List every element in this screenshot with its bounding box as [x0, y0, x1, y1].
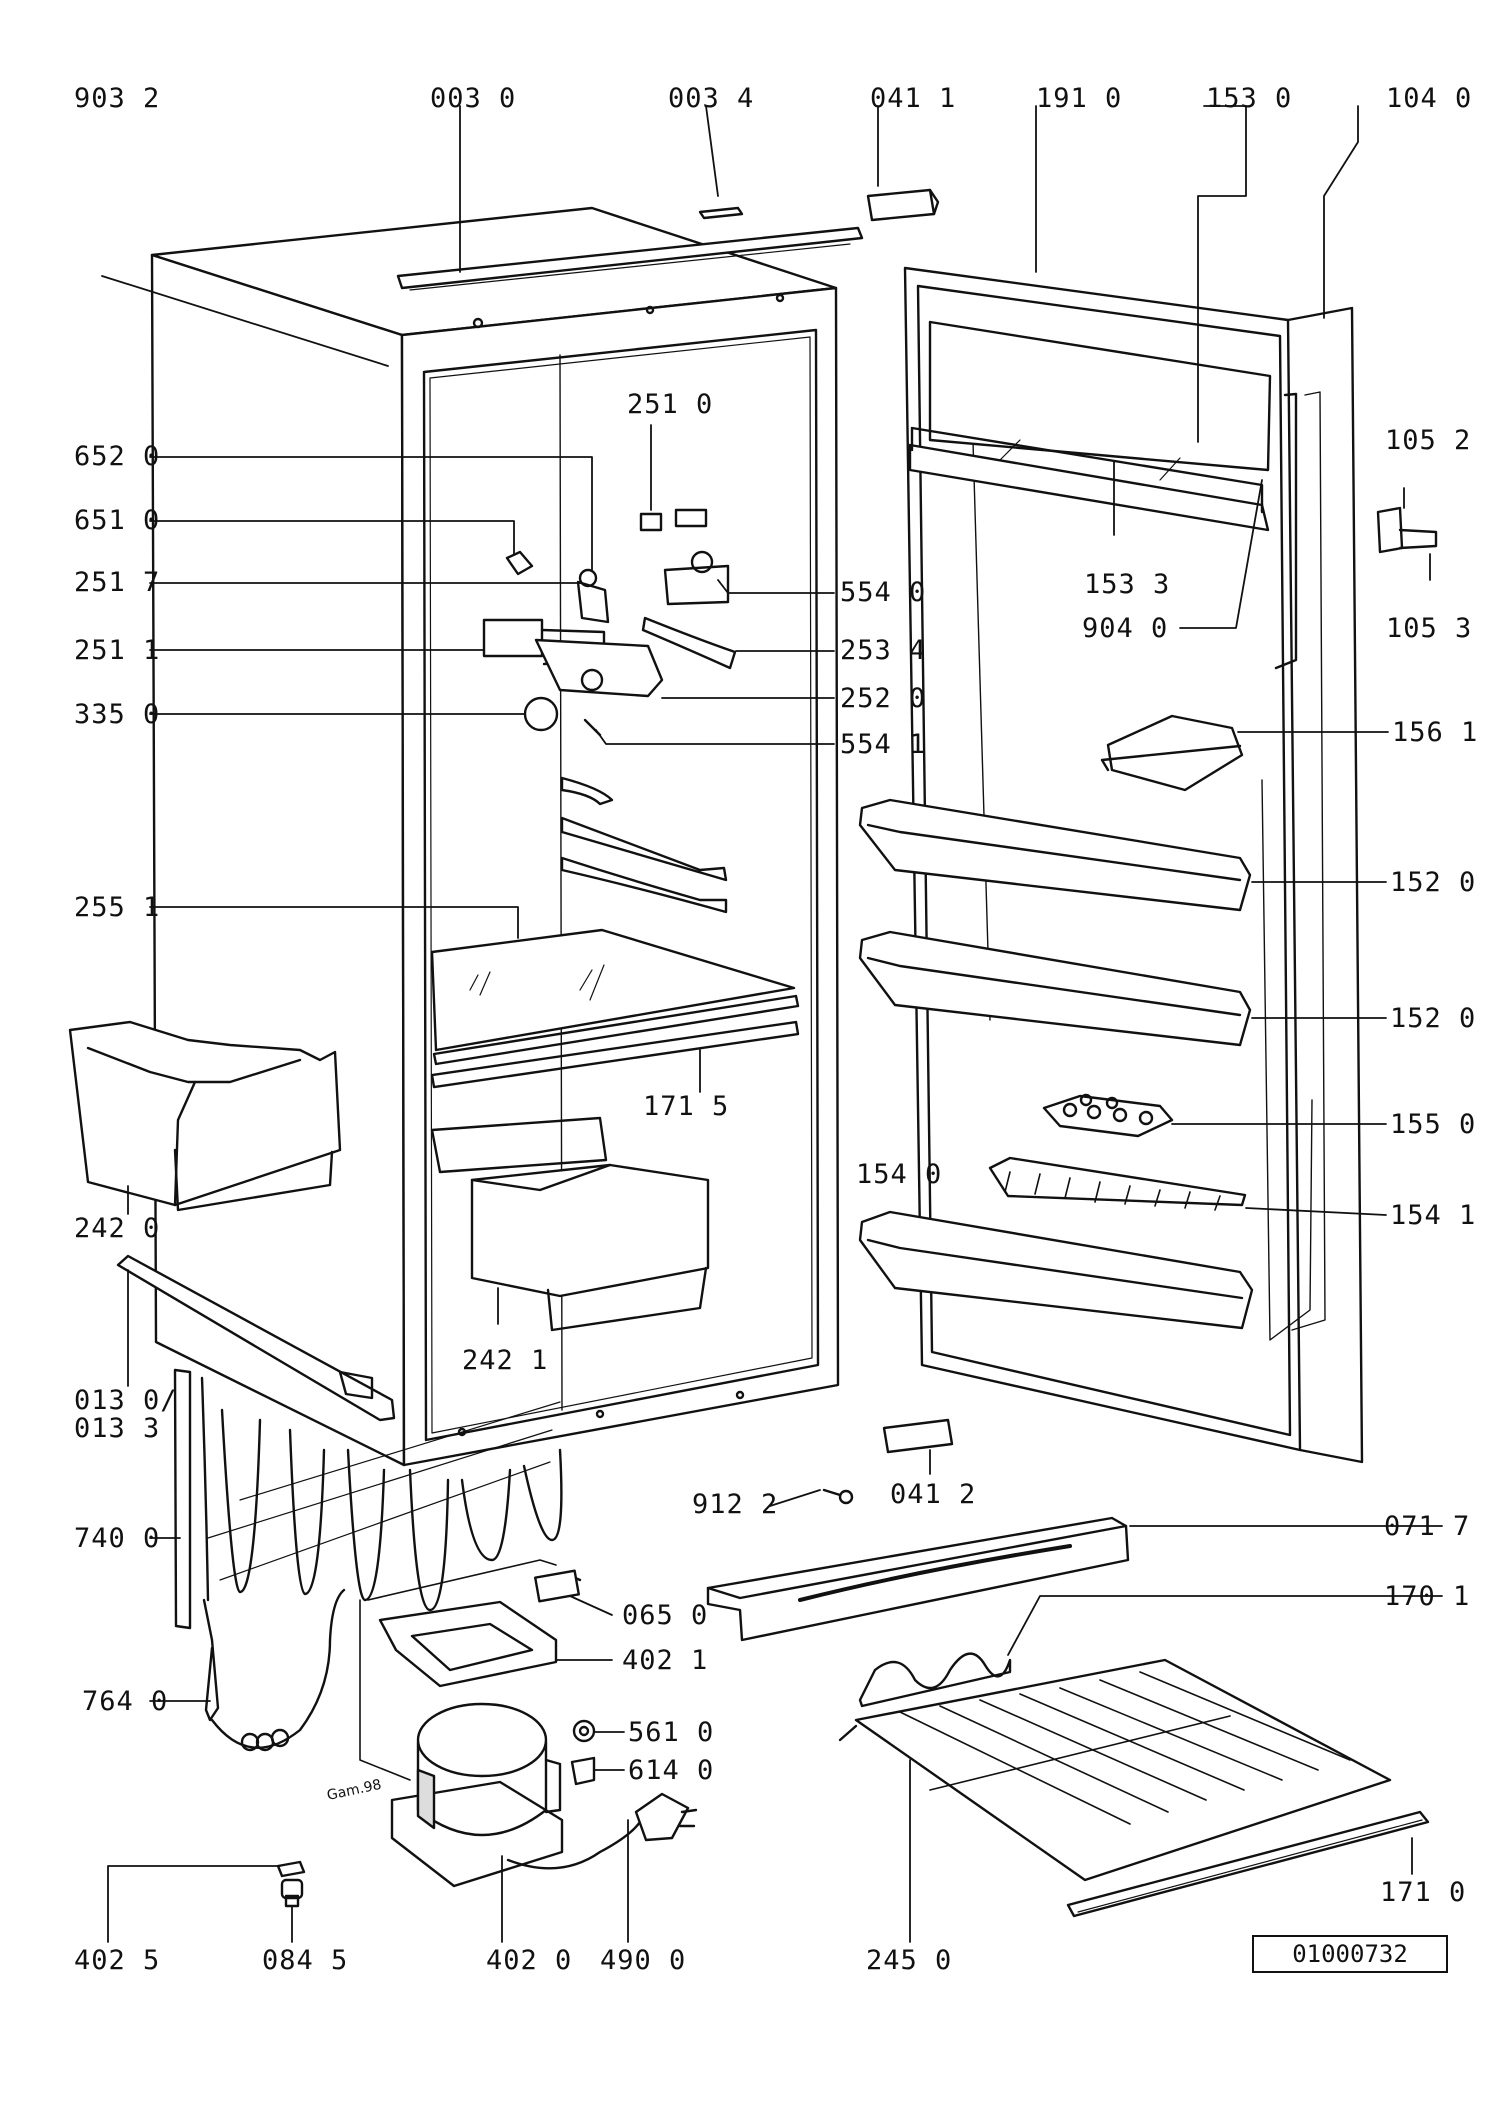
part-label-251-0: 251 0 — [627, 389, 714, 420]
part-label-013-3: 013 3 — [74, 1413, 161, 1444]
part-label-071-7: 071 7 — [1384, 1511, 1471, 1542]
part-label-154-0: 154 0 — [856, 1159, 943, 1190]
part-label-105-2: 105 2 — [1385, 425, 1472, 456]
part-label-003-4: 003 4 — [668, 83, 755, 114]
part-label-154-1: 154 1 — [1390, 1200, 1477, 1231]
part-label-013-0: 013 0/ — [74, 1385, 178, 1416]
part-label-335-0: 335 0 — [74, 699, 161, 730]
part-label-251-1: 251 1 — [74, 635, 161, 666]
part-label-155-0: 155 0 — [1390, 1109, 1477, 1140]
part-label-065-0: 065 0 — [622, 1600, 709, 1631]
part-label-171-5: 171 5 — [643, 1091, 730, 1122]
part-label-156-1: 156 1 — [1392, 717, 1479, 748]
part-label-740-0: 740 0 — [74, 1523, 161, 1554]
part-label-153-3: 153 3 — [1084, 569, 1171, 600]
part-label-191-0: 191 0 — [1036, 83, 1123, 114]
cabinet-drawing — [116, 188, 940, 1467]
part-label-402-5: 402 5 — [74, 1945, 161, 1976]
drawing-note: Gam.98 — [326, 1777, 383, 1804]
part-label-003-0: 003 0 — [430, 83, 517, 114]
crisper-drawing — [68, 1020, 342, 1212]
part-label-245-0: 245 0 — [866, 1945, 953, 1976]
part-label-554-1: 554 1 — [840, 729, 927, 760]
part-label-242-1: 242 1 — [462, 1345, 549, 1376]
door-drawing — [822, 266, 1438, 1505]
part-label-490-0: 490 0 — [600, 1945, 687, 1976]
part-label-904-0: 904 0 — [1082, 613, 1169, 644]
part-label-402-0: 402 0 — [486, 1945, 573, 1976]
part-label-561-0: 561 0 — [628, 1717, 715, 1748]
part-label-041-2: 041 2 — [890, 1479, 977, 1510]
part-label-652-0: 652 0 — [74, 441, 161, 472]
part-label-402-1: 402 1 — [622, 1645, 709, 1676]
part-label-041-1: 041 1 — [870, 83, 957, 114]
part-label-084-5: 084 5 — [262, 1945, 349, 1976]
part-label-255-1: 255 1 — [74, 892, 161, 923]
part-label-253-4: 253 4 — [840, 635, 927, 666]
part-label-252-0: 252 0 — [840, 683, 927, 714]
part-label-242-0: 242 0 — [74, 1213, 161, 1244]
part-label-764-0: 764 0 — [82, 1686, 169, 1717]
leader-lines — [101, 105, 1443, 1943]
part-label-152-0-lower: 152 0 — [1390, 1003, 1477, 1034]
part-label-614-0: 614 0 — [628, 1755, 715, 1786]
part-label-251-7: 251 7 — [74, 567, 161, 598]
part-label-651-0: 651 0 — [74, 505, 161, 536]
part-label-104-0: 104 0 — [1386, 83, 1473, 114]
part-label-105-3: 105 3 — [1386, 613, 1473, 644]
part-label-912-2: 912 2 — [692, 1489, 779, 1520]
condenser-drawing — [173, 1368, 1430, 1918]
part-label-903-2: 903 2 — [74, 83, 161, 114]
part-label-152-0-upper: 152 0 — [1390, 867, 1477, 898]
document-id-box: 01000732 — [1252, 1935, 1448, 1973]
part-label-171-0: 171 0 — [1380, 1877, 1467, 1908]
part-label-153-0: 153 0 — [1206, 83, 1293, 114]
part-label-170-1: 170 1 — [1384, 1581, 1471, 1612]
part-label-554-0: 554 0 — [840, 577, 927, 608]
